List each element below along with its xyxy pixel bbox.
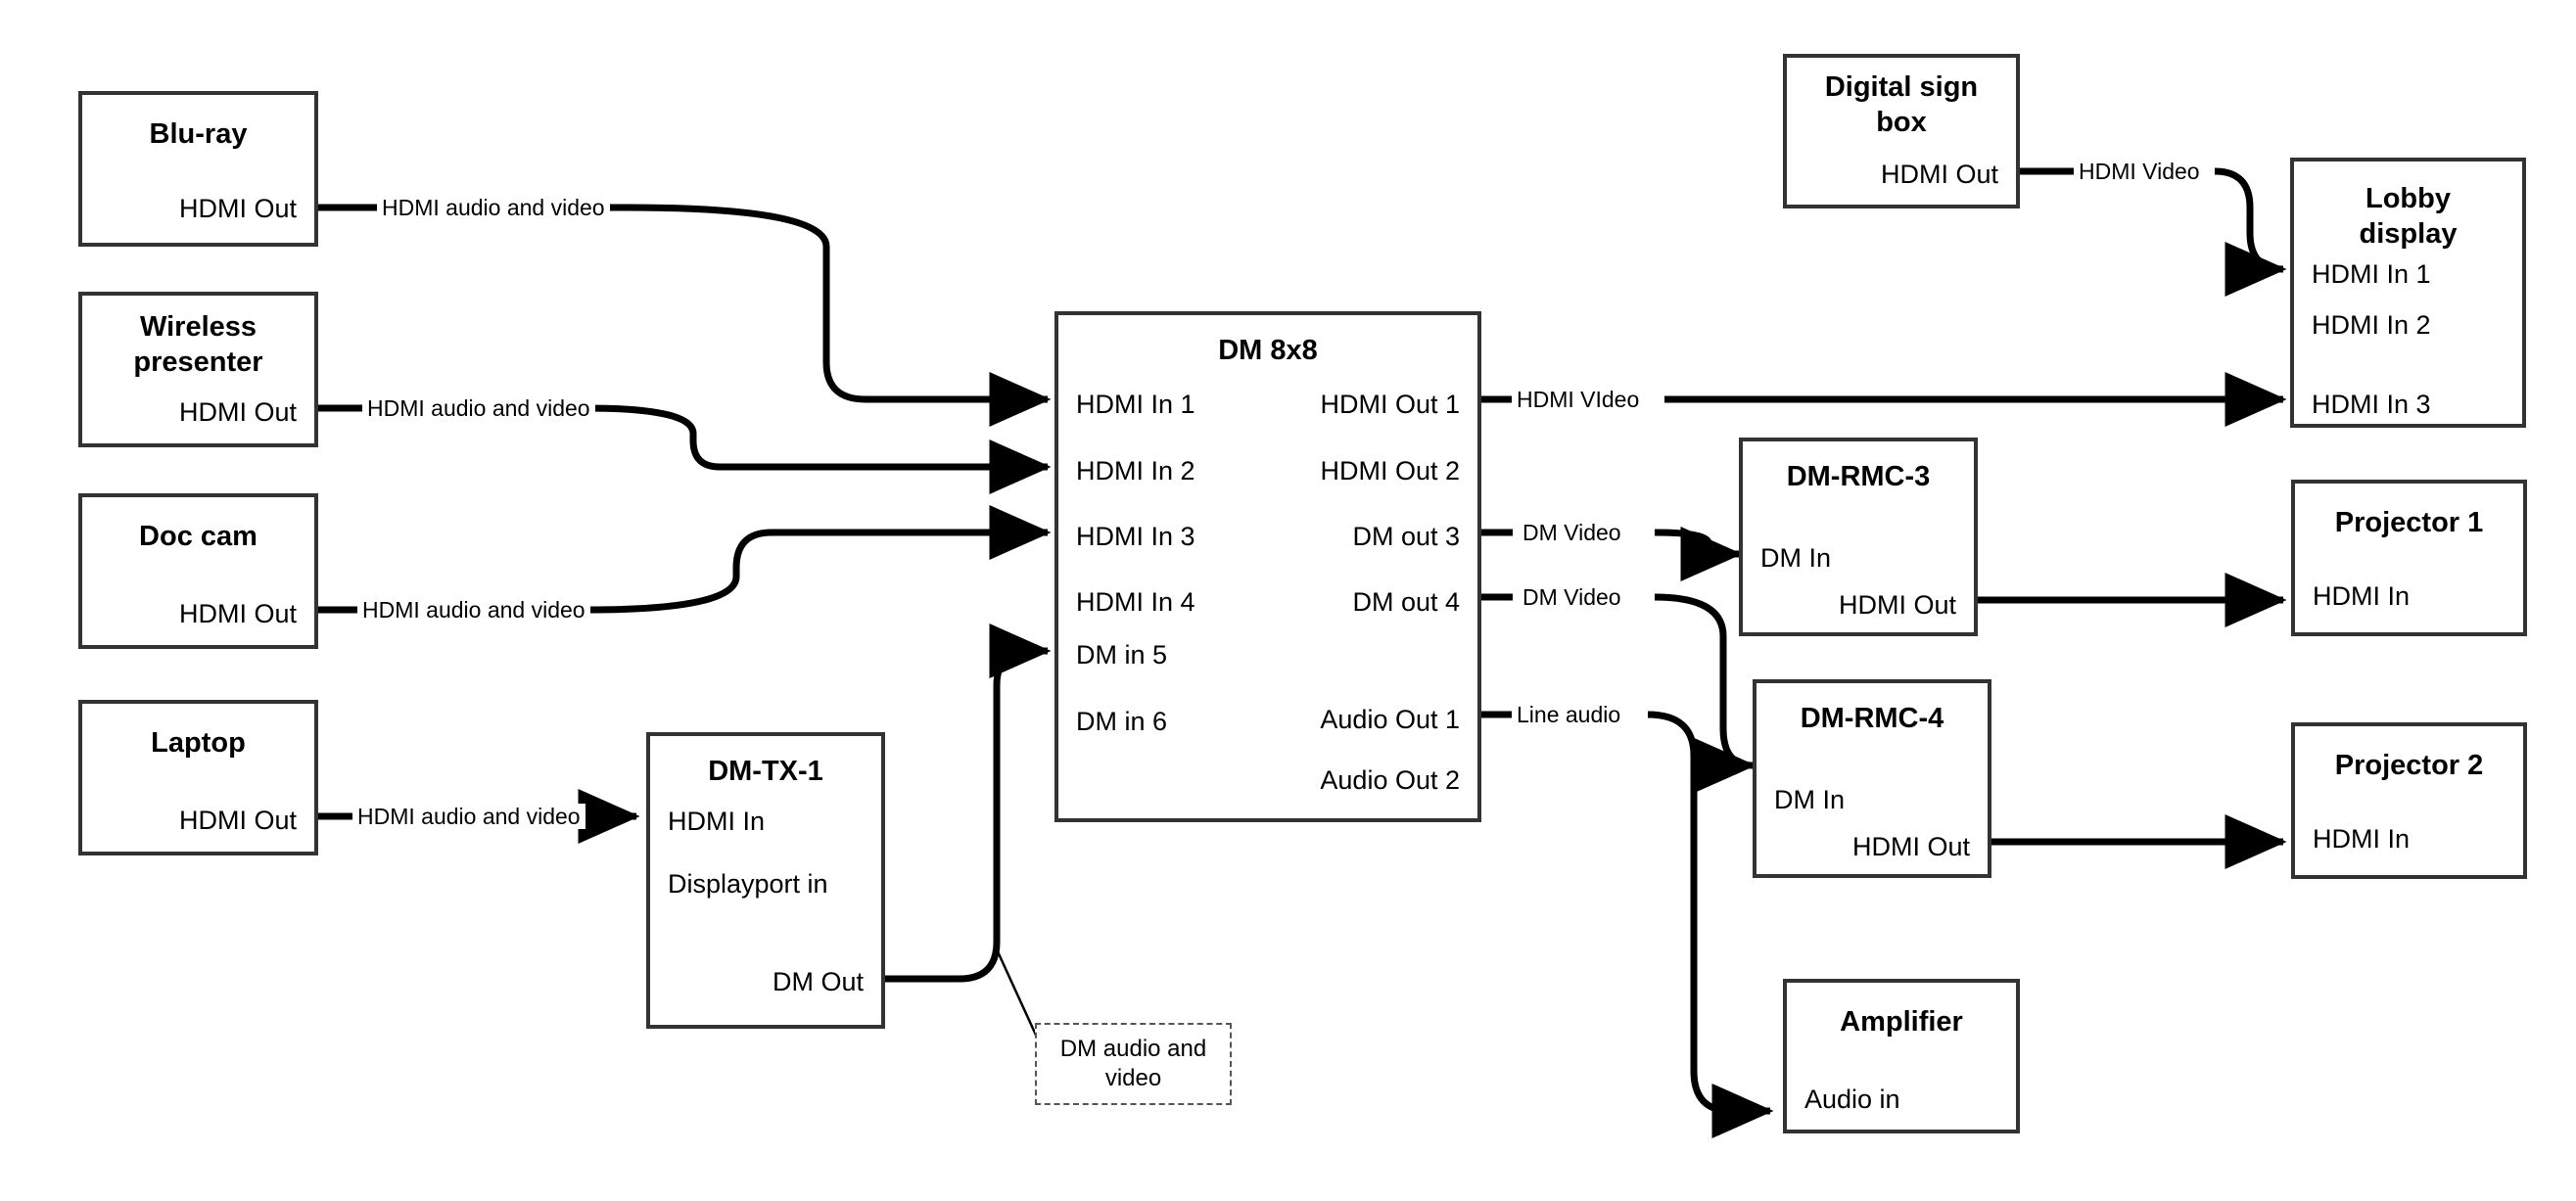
node-dm-rmc-4-port-dm-in: DM In <box>1774 785 1846 814</box>
node-lobby-display-title-line2: display <box>2359 218 2458 250</box>
node-lobby-display-title-line1: Lobby <box>2365 183 2451 214</box>
node-projector-2-title: Projector 2 <box>2334 750 2484 781</box>
node-dm-8x8-output-audio-out-1: Audio Out 1 <box>1320 705 1460 734</box>
wire-dmtx1-to-dm8x8 <box>885 624 1052 983</box>
node-dm-8x8-input-hdmi-in-4: HDMI In 4 <box>1076 587 1195 617</box>
node-laptop-title: Laptop <box>151 727 246 759</box>
node-dm-rmc-3-title: DM-RMC-3 <box>1786 461 1931 492</box>
node-projector-2[interactable]: Projector 2 HDMI In <box>2291 722 2527 879</box>
node-dm-tx-1-port-dm-out: DM Out <box>772 967 864 996</box>
wire-dm8x8-audioout1-to-amplifier <box>1481 711 1770 1111</box>
note-dm-audio-and-video: DM audio and video <box>1035 1023 1232 1105</box>
node-dm-tx-1-port-displayport-in: Displayport in <box>668 869 828 899</box>
node-dm-rmc-3-port-dm-in: DM In <box>1760 543 1832 573</box>
wire-label-laptop-to-dmtx1: HDMI audio and video <box>352 804 585 829</box>
wire-digitalsign-to-lobby <box>2020 167 2283 269</box>
node-dm-8x8-output-dm-out-3: DM out 3 <box>1352 522 1460 551</box>
node-bluray-title: Blu-ray <box>149 118 248 150</box>
node-wireless-presenter-port-hdmi-out: HDMI Out <box>178 397 297 427</box>
node-dm-8x8-input-hdmi-in-2: HDMI In 2 <box>1076 456 1195 485</box>
wire-label-dm8x8-dmout4: DM Video <box>1518 584 1626 610</box>
node-projector-2-port-hdmi-in: HDMI In <box>2313 824 2411 854</box>
node-dm-8x8-output-hdmi-out-1: HDMI Out 1 <box>1320 390 1460 419</box>
node-amplifier[interactable]: Amplifier Audio in <box>1783 979 2020 1133</box>
wire-label-wireless-to-dm8x8: HDMI audio and video <box>362 395 595 421</box>
node-dm-rmc-3[interactable]: DM-RMC-3 DM In HDMI Out <box>1739 438 1978 636</box>
node-bluray[interactable]: Blu-ray HDMI Out <box>78 91 318 247</box>
wire-dm8x8-dmout4-to-dmrmc4 <box>1481 593 1753 765</box>
node-dm-tx-1[interactable]: DM-TX-1 HDMI In Displayport in DM Out <box>646 732 885 1029</box>
node-dm-tx-1-port-hdmi-in: HDMI In <box>668 807 766 836</box>
wire-bluray-to-dm8x8 <box>318 204 1052 427</box>
node-laptop-port-hdmi-out: HDMI Out <box>178 806 297 835</box>
wire-label-doccam-to-dm8x8: HDMI audio and video <box>357 597 590 623</box>
node-dm-8x8-input-dm-in-6: DM in 6 <box>1076 707 1168 736</box>
node-doc-cam-title: Doc cam <box>139 521 258 552</box>
node-dm-rmc-3-port-hdmi-out: HDMI Out <box>1838 590 1956 620</box>
node-dm-8x8-title: DM 8x8 <box>1218 335 1318 366</box>
node-digital-sign-box-port-hdmi-out: HDMI Out <box>1880 160 1998 189</box>
node-wireless-presenter-title-line1: Wireless <box>139 311 258 343</box>
node-bluray-port-hdmi-out: HDMI Out <box>178 194 297 223</box>
node-lobby-display-port-hdmi-in-2: HDMI In 2 <box>2312 310 2431 340</box>
wire-label-dm8x8-dmout3: DM Video <box>1518 520 1626 545</box>
node-dm-8x8-input-hdmi-in-1: HDMI In 1 <box>1076 390 1195 419</box>
node-dm-8x8[interactable]: DM 8x8 HDMI In 1 HDMI In 2 HDMI In 3 HDM… <box>1054 311 1481 822</box>
node-dm-8x8-output-dm-out-4: DM out 4 <box>1352 587 1460 617</box>
wire-label-bluray-to-dm8x8: HDMI audio and video <box>377 195 610 220</box>
wire-label-digitalsign-to-lobby: HDMI Video <box>2074 159 2205 184</box>
node-laptop[interactable]: Laptop HDMI Out <box>78 700 318 855</box>
node-wireless-presenter-title-line2: presenter <box>133 346 263 378</box>
wire-label-dm8x8-audioout1: Line audio <box>1512 702 1626 727</box>
node-dm-8x8-input-dm-in-5: DM in 5 <box>1076 640 1168 670</box>
node-projector-1[interactable]: Projector 1 HDMI In <box>2291 480 2527 636</box>
node-lobby-display[interactable]: Lobby display HDMI In 1 HDMI In 2 HDMI I… <box>2290 158 2526 428</box>
node-dm-rmc-4-port-hdmi-out: HDMI Out <box>1851 832 1970 861</box>
node-dm-8x8-input-hdmi-in-3: HDMI In 3 <box>1076 522 1195 551</box>
node-amplifier-title: Amplifier <box>1840 1006 1963 1038</box>
node-projector-1-port-hdmi-in: HDMI In <box>2313 581 2411 611</box>
node-projector-1-title: Projector 1 <box>2334 507 2484 538</box>
node-wireless-presenter[interactable]: Wireless presenter HDMI Out <box>78 292 318 447</box>
node-doc-cam-port-hdmi-out: HDMI Out <box>178 599 297 628</box>
node-digital-sign-box[interactable]: Digital sign box HDMI Out <box>1783 54 2020 208</box>
node-dm-rmc-4-title: DM-RMC-4 <box>1800 703 1944 734</box>
node-doc-cam[interactable]: Doc cam HDMI Out <box>78 493 318 649</box>
wire-label-dm8x8-hdmiout1: HDMI VIdeo <box>1512 387 1645 412</box>
node-dm-rmc-4[interactable]: DM-RMC-4 DM In HDMI Out <box>1753 679 1991 878</box>
node-digital-sign-box-title-line1: Digital sign <box>1824 71 1979 103</box>
node-digital-sign-box-title-line2: box <box>1876 107 1927 138</box>
node-dm-8x8-output-audio-out-2: Audio Out 2 <box>1320 765 1460 795</box>
node-lobby-display-port-hdmi-in-1: HDMI In 1 <box>2312 259 2431 289</box>
node-amplifier-port-audio-in: Audio in <box>1804 1085 1900 1114</box>
node-lobby-display-port-hdmi-in-3: HDMI In 3 <box>2312 390 2431 419</box>
node-dm-8x8-output-hdmi-out-2: HDMI Out 2 <box>1320 456 1460 485</box>
node-dm-tx-1-title: DM-TX-1 <box>708 756 823 787</box>
